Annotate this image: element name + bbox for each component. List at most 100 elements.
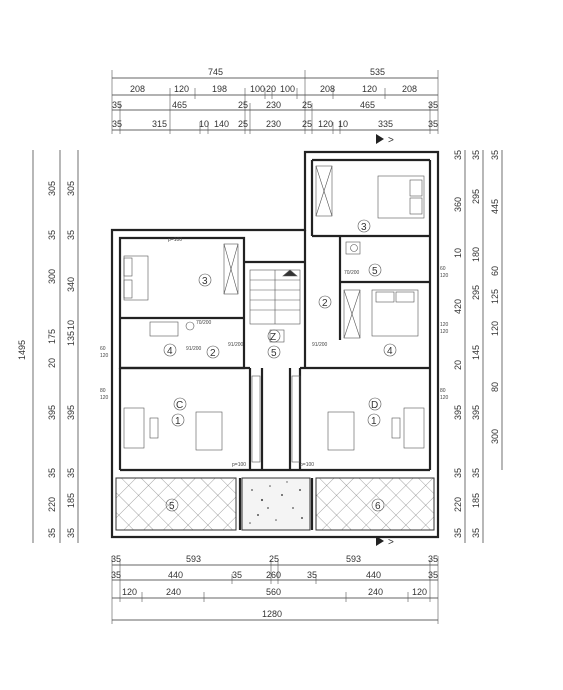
dim-right1-0: 35 — [453, 150, 463, 160]
dim-top-745: 745 — [208, 67, 223, 77]
section-arrow-bottom — [376, 536, 384, 546]
dim-top2-1: 120 — [174, 84, 189, 94]
dim-left1-8: 35 — [47, 528, 57, 538]
bed-top-right — [377, 175, 425, 219]
dim-right2-4: 145 — [471, 345, 481, 360]
dim-top2-3: 100 — [250, 84, 265, 94]
dining-table-left — [195, 411, 223, 451]
room-number-right-bath: 5 — [372, 266, 378, 277]
kitchen-right — [291, 375, 301, 463]
dim-top3-1: 465 — [172, 100, 187, 110]
dim-right1-5: 395 — [453, 405, 463, 420]
gravel-area — [241, 477, 311, 531]
door-note-3: 70/200 — [344, 270, 360, 276]
dim-left-total: 1495 — [17, 340, 27, 360]
room-number-left-bedroom: 3 — [202, 276, 208, 287]
staircase — [249, 269, 301, 325]
dim-top3-4: 25 — [302, 100, 312, 110]
section-mark-bottom: > — [388, 537, 394, 548]
wc-left — [185, 321, 195, 331]
window-note-2: 80 — [100, 388, 106, 394]
window-note-0: 60 — [100, 346, 106, 352]
dim-left1-6: 35 — [47, 468, 57, 478]
section-mark-top: > — [388, 135, 394, 146]
dim-left1-5: 395 — [47, 405, 57, 420]
door-notes: 91/200 91/200 91/200 70/200 70/200 p=100… — [168, 237, 360, 468]
dim-top4-6: 25 — [302, 119, 312, 129]
dim-left1-0: 305 — [47, 181, 57, 196]
dim-left1-7: 220 — [47, 497, 57, 512]
room-number-right-hall: 2 — [322, 298, 328, 309]
dim-right2-6: 35 — [471, 468, 481, 478]
dim-left2-6: 35 — [66, 468, 76, 478]
window-note-7: 120 — [440, 273, 449, 279]
dim-top3-5: 465 — [360, 100, 375, 110]
dim-right3-2: 60 — [490, 266, 500, 276]
window-note-4: 80 — [440, 388, 446, 394]
room-number-left-bath: 4 — [167, 346, 173, 357]
dim-top4-1: 315 — [152, 119, 167, 129]
door-note-0: 91/200 — [228, 342, 244, 348]
dim-left2-3: 135 — [66, 331, 76, 346]
dim-right3-5: 80 — [490, 382, 500, 392]
stair-label-z: Z — [270, 332, 276, 343]
dim-bottom1-1: 593 — [186, 554, 201, 564]
wardrobe-right — [343, 289, 361, 339]
sofa-right — [403, 407, 425, 449]
wardrobe-top-right — [315, 165, 333, 217]
room-number-top-right-bedroom: 3 — [361, 222, 367, 233]
wc-right — [350, 244, 358, 252]
dim-bottom3-4: 120 — [412, 587, 427, 597]
right-dimension-chains: 35 360 10 420 20 395 35 220 35 35 295 18… — [453, 150, 503, 543]
window-note-9: 120 — [440, 329, 449, 335]
dim-bottom2-2: 35 — [232, 570, 242, 580]
dim-left2-4: 10 — [66, 320, 76, 330]
room-number-stair-hall: 5 — [271, 348, 277, 359]
dim-top2-5: 100 — [280, 84, 295, 94]
dim-right2-5: 395 — [471, 405, 481, 420]
door-note-2: 91/200 — [312, 342, 328, 348]
dim-bottom1-4: 35 — [428, 554, 438, 564]
dim-bottom2-1: 440 — [168, 570, 183, 580]
dim-right3-4: 120 — [490, 321, 500, 336]
dim-right1-8: 35 — [453, 528, 463, 538]
dim-top4-9: 335 — [378, 119, 393, 129]
room-number-left-hall: 2 — [210, 348, 216, 359]
dim-bottom2-5: 440 — [366, 570, 381, 580]
room-number-right-bedroom: 4 — [387, 346, 393, 357]
bottom-dimension-chains: 35 593 25 593 35 35 440 35 260 35 440 35… — [111, 554, 439, 624]
dim-top4-4: 25 — [238, 119, 248, 129]
balcony-right — [315, 477, 435, 531]
window-note-8: 120 — [440, 322, 449, 328]
apartment-label-c: C — [176, 400, 183, 411]
dim-right2-1: 295 — [471, 189, 481, 204]
dim-right2-7: 185 — [471, 493, 481, 508]
dim-left2-1: 35 — [66, 230, 76, 240]
dim-right2-8: 35 — [471, 528, 481, 538]
door-note-7: p=100 — [300, 462, 314, 468]
apartment-label-d: D — [371, 400, 378, 411]
dim-bottom3-0: 120 — [122, 587, 137, 597]
door-note-6: p=100 — [232, 462, 246, 468]
dim-bottom2-4: 35 — [307, 570, 317, 580]
dim-right2-0: 35 — [471, 150, 481, 160]
dim-left2-2: 340 — [66, 277, 76, 292]
door-note-5: p=100 — [168, 237, 182, 243]
dim-top4-3: 140 — [214, 119, 229, 129]
dim-top2-6: 208 — [320, 84, 335, 94]
bed-left — [123, 255, 149, 301]
dim-top3-6: 35 — [428, 100, 438, 110]
dim-right3-6: 300 — [490, 429, 500, 444]
bath-left — [149, 321, 179, 337]
dim-top-535: 535 — [370, 67, 385, 77]
dim-top3-0: 35 — [112, 100, 122, 110]
dim-top3-3: 230 — [266, 100, 281, 110]
dim-bottom2-6: 35 — [428, 570, 438, 580]
window-note-1: 120 — [100, 353, 109, 359]
dim-bottom2-3: 260 — [266, 570, 281, 580]
dim-right3-3: 125 — [490, 289, 500, 304]
dim-left1-4: 20 — [47, 358, 57, 368]
dim-bottom3-3: 240 — [368, 587, 383, 597]
left-dimension-chains: 1495 305 35 300 175 20 395 35 220 35 305… — [17, 150, 79, 543]
dim-right1-2: 10 — [453, 248, 463, 258]
